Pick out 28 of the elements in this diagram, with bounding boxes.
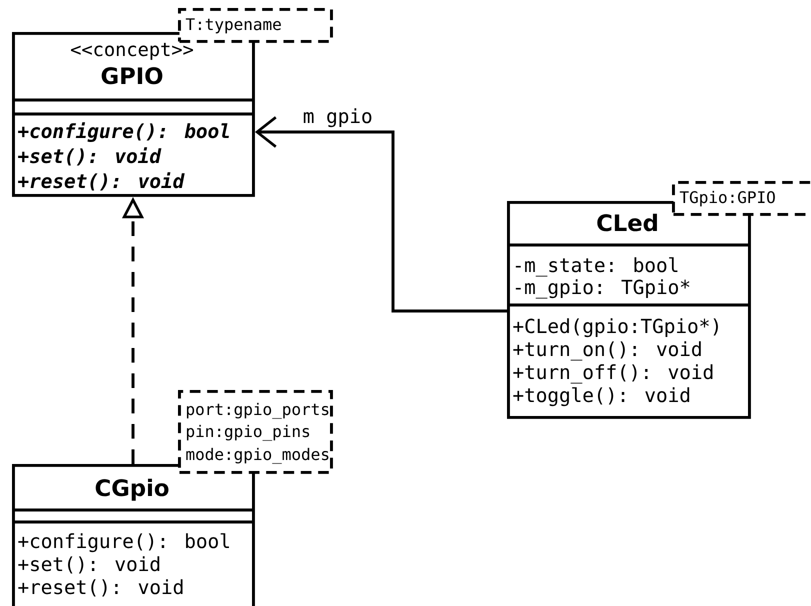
arrow xyxy=(254,116,507,312)
member-text: +reset(): void xyxy=(18,172,185,191)
template-parameter-box xyxy=(178,390,333,474)
parameter-text: TGpio:GPIO xyxy=(680,190,775,206)
class-name: CGpio xyxy=(96,478,168,501)
member-text: -m_gpio: TGpio* xyxy=(516,279,690,299)
member-text: -m_state: bool xyxy=(516,257,678,277)
stereotype: <<concept>> xyxy=(71,42,193,60)
edge-label: m gpio xyxy=(301,106,374,128)
member-text: +set(): void xyxy=(18,556,160,574)
class-name: GPIO xyxy=(102,67,162,84)
member-text: +turn_off(): void xyxy=(513,364,712,384)
template-parameter-box xyxy=(178,8,333,43)
template-parameter-box xyxy=(672,181,811,216)
parameter-text: mode:gpio_modes xyxy=(186,448,328,464)
parameter-text: port:gpio_ports xyxy=(186,402,328,419)
member-text: +toggle(): void xyxy=(513,387,690,406)
member-text: +reset(): void xyxy=(18,579,182,597)
member-text: +configure(): bool xyxy=(18,533,229,552)
member-text: +CLed(gpio:TGpio*) xyxy=(513,318,718,338)
parameter-text: pin:gpio_pins xyxy=(186,424,310,441)
class-name: CLed xyxy=(597,214,657,232)
member-text: +configure(): bool xyxy=(18,122,229,142)
parameter-text: T:typename xyxy=(186,18,281,34)
member-text: +turn_on(): void xyxy=(513,341,701,361)
class-box xyxy=(12,464,255,606)
class-box xyxy=(12,32,255,197)
member-text: +set(): void xyxy=(18,147,162,166)
